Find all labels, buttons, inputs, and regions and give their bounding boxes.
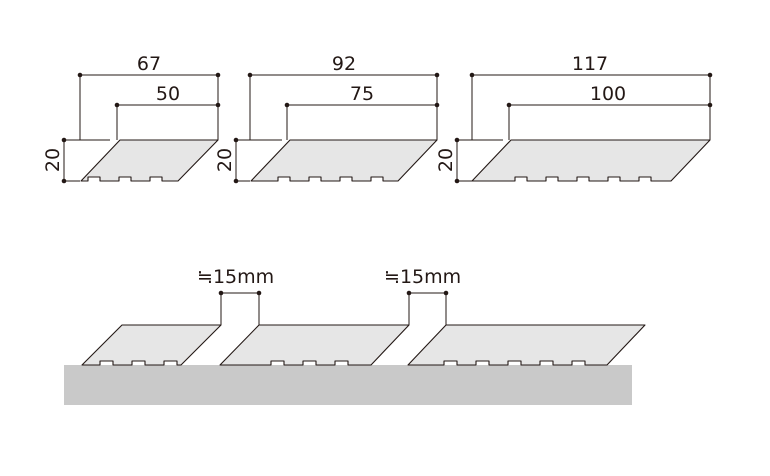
profile-67: 67 50 20: [42, 53, 221, 184]
tile-cross-section: [471, 139, 711, 182]
tile-cross-section: [250, 139, 438, 182]
installation-view: ≒15mm ≒15mm: [64, 266, 646, 405]
height-label: 20: [435, 148, 457, 172]
dimension-height: 20: [435, 137, 503, 184]
gap-label: ≒15mm: [384, 266, 461, 288]
gap-dimension-1: ≒15mm: [197, 266, 274, 325]
top-width-label: 100: [590, 83, 626, 105]
gap-label: ≒15mm: [197, 266, 274, 288]
top-width-label: 75: [350, 83, 374, 105]
tile-cross-section: [80, 139, 219, 182]
installed-tile-large: [407, 324, 646, 366]
profile-92: 92 75 20: [214, 53, 440, 184]
total-width-label: 117: [572, 53, 608, 75]
total-width-label: 67: [137, 53, 161, 75]
dimension-total-width: 117: [469, 53, 713, 140]
height-label: 20: [214, 148, 236, 172]
height-label: 20: [42, 148, 64, 172]
total-width-label: 92: [332, 53, 356, 75]
dimension-total-width: 92: [247, 53, 440, 140]
dimension-height: 20: [214, 137, 282, 184]
dimension-height: 20: [42, 137, 110, 184]
dimension-top-width: 100: [506, 83, 713, 140]
dimension-top-width: 75: [284, 83, 440, 140]
ground-base: [64, 365, 632, 405]
installed-tile-medium: [219, 324, 410, 366]
dimension-top-width: 50: [114, 83, 221, 140]
profile-117: 117 100 20: [435, 53, 713, 184]
top-width-label: 50: [156, 83, 180, 105]
gap-dimension-2: ≒15mm: [384, 266, 461, 325]
installed-tile-small: [81, 324, 222, 366]
dimension-total-width: 67: [77, 53, 221, 140]
